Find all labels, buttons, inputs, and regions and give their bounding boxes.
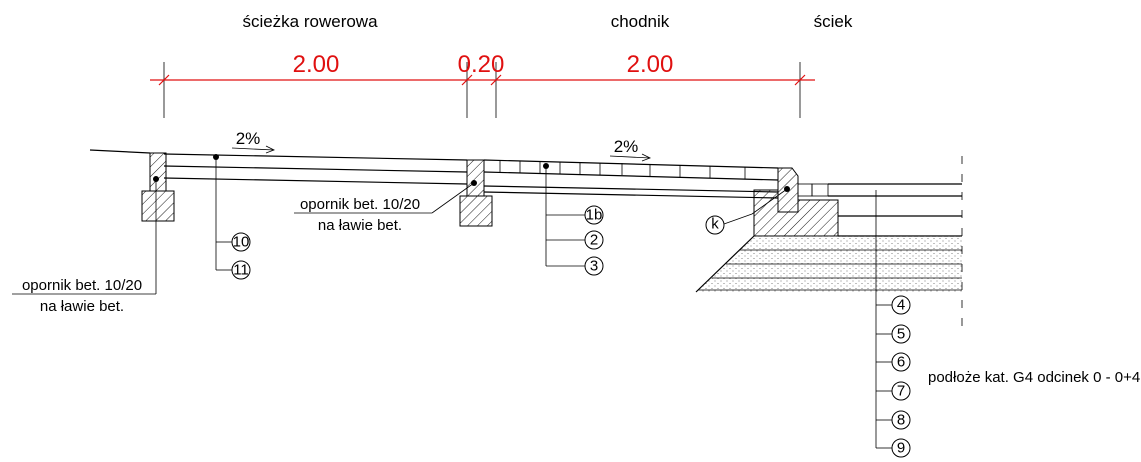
marker-3 xyxy=(584,256,604,276)
svg-text:k: k xyxy=(711,216,719,233)
svg-text:10: 10 xyxy=(233,234,250,251)
bike-path-markers: 10 11 xyxy=(213,154,251,280)
curb-label-left: opornik bet. 10/20 na ławie bet. xyxy=(12,179,157,315)
marker-5 xyxy=(891,324,911,344)
gutter-marker: k xyxy=(705,188,788,235)
marker-6 xyxy=(891,352,911,372)
slope-sidewalk: 2% xyxy=(614,137,639,156)
marker-9 xyxy=(891,438,911,458)
slope-arrow-bike xyxy=(231,147,275,151)
slope-arrow-sidewalk xyxy=(609,155,651,159)
svg-text:8: 8 xyxy=(897,412,905,429)
sidewalk-markers: 1b 2 3 xyxy=(543,163,604,276)
svg-text:9: 9 xyxy=(897,440,905,457)
svg-text:7: 7 xyxy=(897,383,905,400)
bike-path-layers xyxy=(163,153,468,185)
svg-text:5: 5 xyxy=(897,326,905,343)
dimension-separator: 0.20 xyxy=(458,51,505,78)
marker-2 xyxy=(584,230,604,250)
curb-label-left-line2: na ławie bet. xyxy=(40,298,124,315)
marker-4 xyxy=(891,295,911,315)
subgrade-note: podłoże kat. G4 odcinek 0 - 0+427 xyxy=(928,369,1141,386)
curb-label-left-line1: opornik bet. 10/20 xyxy=(22,277,142,294)
header-sidewalk: chodnik xyxy=(611,12,670,31)
marker-8 xyxy=(891,410,911,430)
marker-11 xyxy=(231,260,251,280)
curb-right xyxy=(753,167,839,237)
marker-10 xyxy=(231,232,251,252)
curb-label-middle: opornik bet. 10/20 na ławie bet. xyxy=(294,182,475,234)
subgrade xyxy=(695,235,962,293)
dimension-bike-path: 2.00 xyxy=(293,51,340,78)
subgrade-markers: 4 5 6 7 8 9 xyxy=(875,190,911,458)
dimension-line xyxy=(150,62,815,118)
curb-left xyxy=(141,152,175,222)
svg-text:4: 4 xyxy=(897,297,905,314)
curb-label-middle-line2: na ławie bet. xyxy=(318,217,402,234)
ground-line-left xyxy=(89,149,151,154)
marker-k xyxy=(705,215,725,235)
header-gutter: ściek xyxy=(814,12,853,31)
svg-text:3: 3 xyxy=(590,258,598,275)
svg-text:6: 6 xyxy=(897,354,905,371)
svg-text:11: 11 xyxy=(233,262,249,279)
dimension-sidewalk: 2.00 xyxy=(627,51,674,78)
marker-7 xyxy=(891,381,911,401)
sidewalk-layers xyxy=(483,159,779,199)
slope-bike-path: 2% xyxy=(236,129,261,148)
curb-label-middle-line1: opornik bet. 10/20 xyxy=(300,196,420,213)
svg-text:1b: 1b xyxy=(586,207,603,224)
curb-middle xyxy=(459,159,493,227)
header-bike-path: ścieżka rowerowa xyxy=(242,12,378,31)
marker-1b xyxy=(584,205,604,225)
svg-text:2: 2 xyxy=(590,232,598,249)
